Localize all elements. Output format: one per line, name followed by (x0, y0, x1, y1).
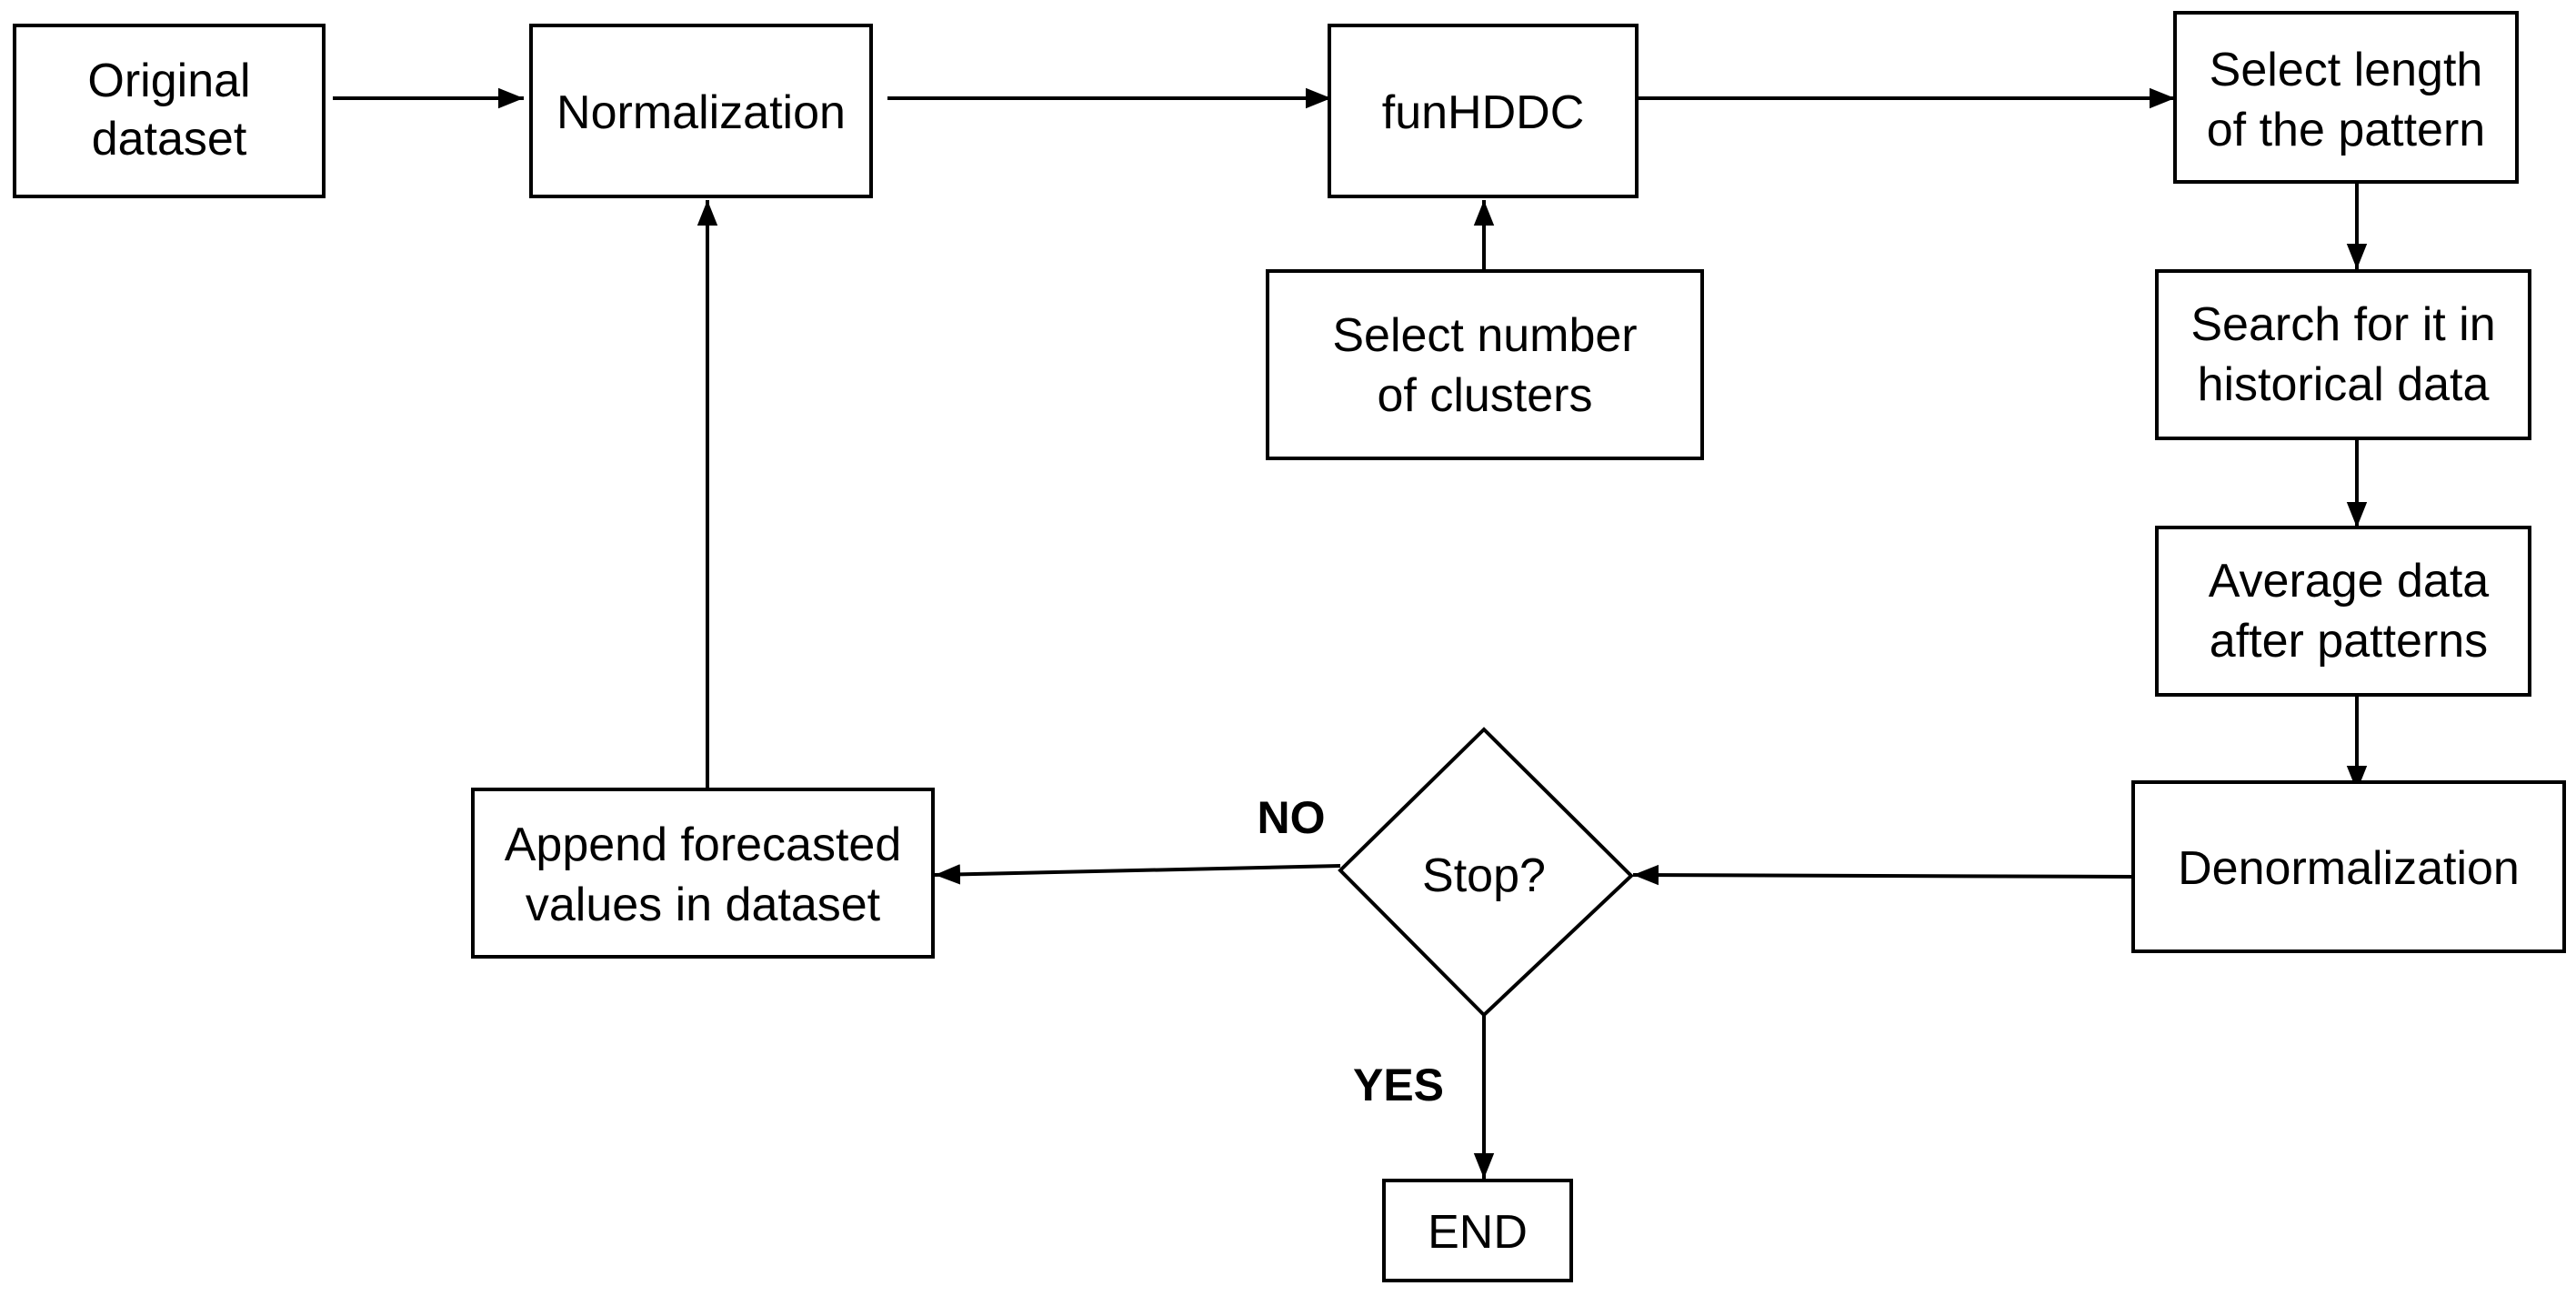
node-stop-decision: Stop? (1338, 727, 1634, 1018)
node-average-data-line1: Average data (2209, 555, 2489, 608)
node-average-data: Average data after patterns (2155, 526, 2531, 697)
node-end-label: END (1428, 1206, 1528, 1259)
node-select-clusters-line1: Select number (1332, 309, 1637, 362)
edge-label-no: NO (1258, 792, 1326, 843)
node-funhddc: funHDDC (1328, 24, 1639, 198)
node-denormalization-label: Denormalization (2178, 842, 2520, 895)
edge-stop-to-append (934, 864, 1341, 885)
node-append-forecast-line1: Append forecasted (505, 819, 902, 871)
node-average-data-line2: after patterns (2210, 615, 2488, 668)
node-denormalization: Denormalization (2131, 780, 2566, 953)
edge-denormalization-to-stop (1632, 864, 2134, 886)
node-original-dataset-line2: dataset (92, 113, 247, 166)
node-select-length-line2: of the pattern (2207, 104, 2485, 156)
node-select-clusters-line2: of clusters (1378, 369, 1593, 422)
node-select-length-line1: Select length (2210, 44, 2483, 96)
node-original-dataset-line1: Original (87, 55, 250, 107)
node-funhddc-label: funHDDC (1382, 86, 1585, 139)
node-append-forecast-line2: values in dataset (526, 879, 881, 931)
node-select-clusters: Select number of clusters (1266, 269, 1704, 460)
node-original-dataset: Original dataset (13, 24, 326, 198)
edge-label-yes: YES (1353, 1060, 1444, 1110)
node-search-historical-line2: historical data (2198, 358, 2490, 411)
node-search-historical: Search for it in historical data (2155, 269, 2531, 440)
node-select-length: Select length of the pattern (2173, 11, 2519, 184)
node-search-historical-line1: Search for it in (2190, 298, 2495, 351)
node-normalization-label: Normalization (556, 86, 846, 139)
node-stop-label: Stop? (1422, 849, 1546, 902)
node-append-forecast: Append forecasted values in dataset (471, 788, 935, 959)
node-end: END (1382, 1179, 1573, 1282)
node-normalization: Normalization (529, 24, 873, 198)
